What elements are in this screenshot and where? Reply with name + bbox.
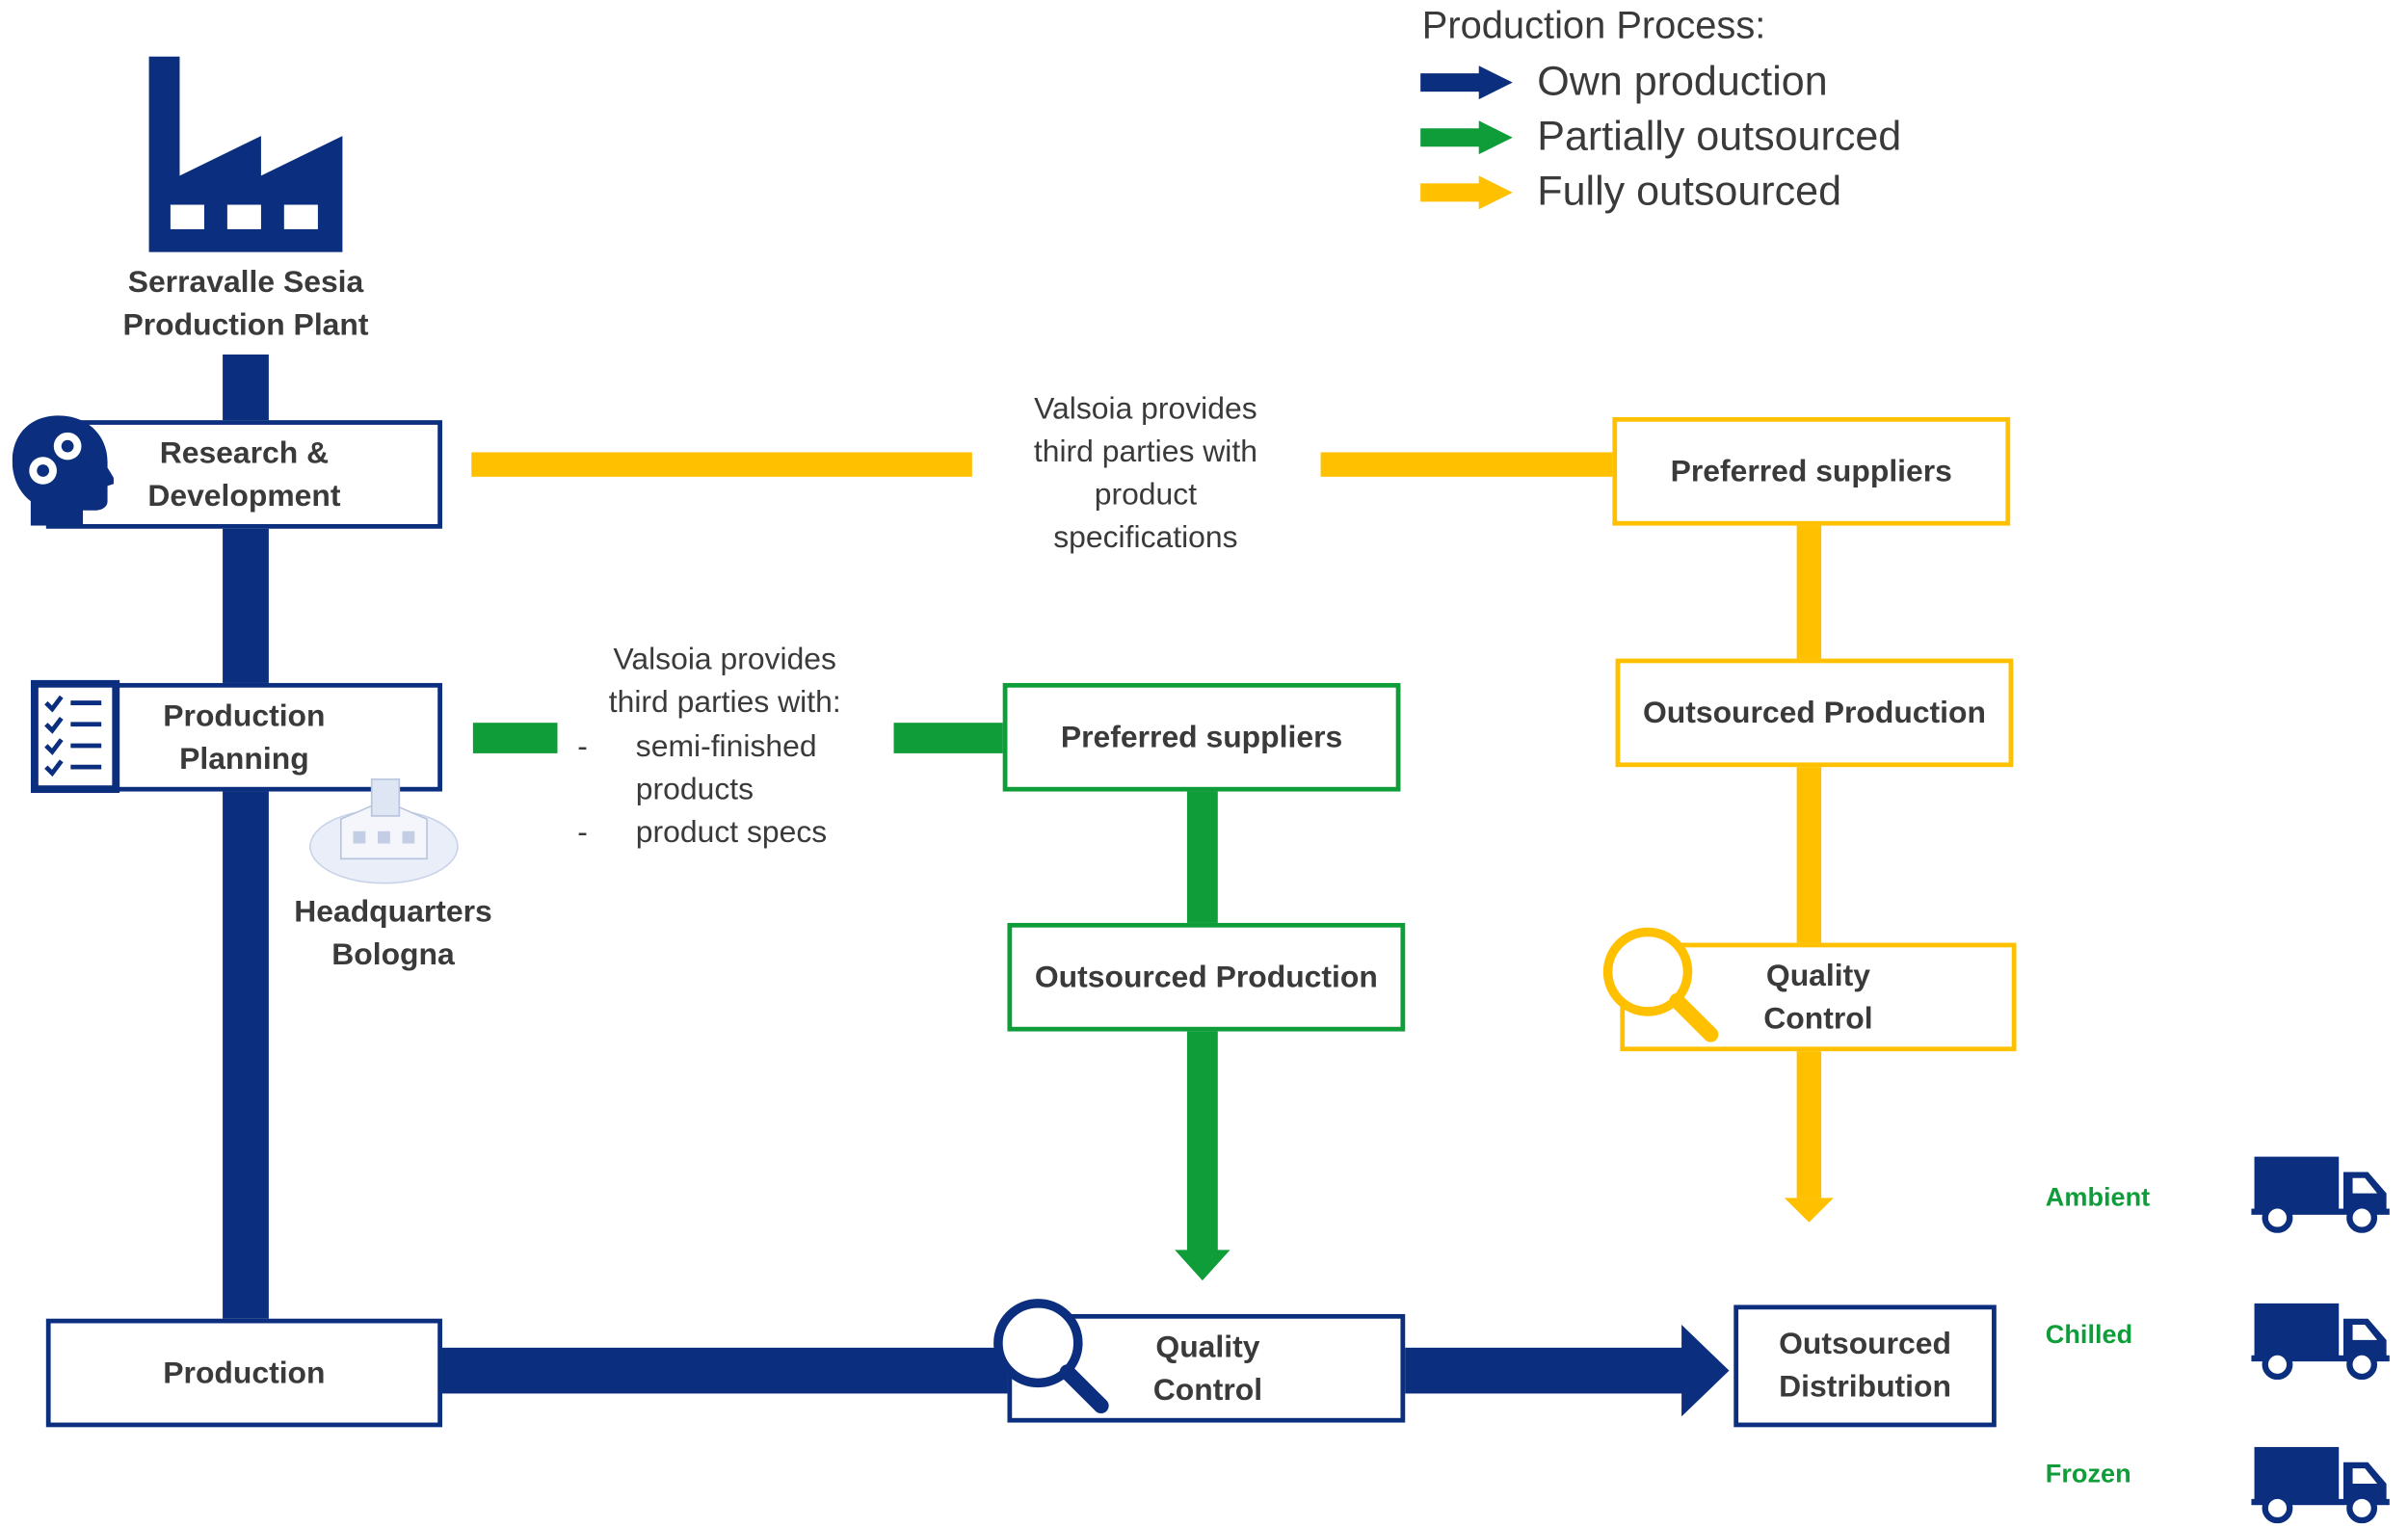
partial-line-suppliers-to-production bbox=[1186, 789, 1218, 925]
full-production-box: Outsourced Production bbox=[1615, 658, 2014, 768]
own-quality-label-line1: Quality bbox=[1155, 1330, 1260, 1364]
partial-production-label: Outsourced Production bbox=[1034, 960, 1378, 994]
full-note-line3: product bbox=[1094, 478, 1198, 513]
legend-partial-label: Partially outsourced bbox=[1537, 113, 1902, 159]
distribution-label-line2: Distribution bbox=[1779, 1370, 1951, 1405]
full-line-rd-right bbox=[1320, 452, 1616, 477]
partial-arrow-head bbox=[1175, 1250, 1230, 1281]
plant-label-line1: Serravalle Sesia bbox=[127, 265, 364, 300]
distribution-label-line1: Outsourced bbox=[1779, 1328, 1951, 1362]
legend-own-label: Own production bbox=[1537, 58, 1828, 104]
temperature-label-chilled: Chilled bbox=[2045, 1320, 2133, 1350]
legend-full-label: Fully outsourced bbox=[1537, 168, 1842, 215]
legend-arrow-full bbox=[1420, 175, 1513, 210]
full-line-quality-down bbox=[1796, 1049, 1822, 1199]
plant-label-line2: Production Plant bbox=[122, 308, 369, 343]
legend-arrow-own bbox=[1420, 66, 1513, 100]
legend-arrow-partial bbox=[1420, 120, 1513, 155]
distribution-box: Outsourced Distribution bbox=[1733, 1304, 1997, 1428]
temperature-label-frozen: Frozen bbox=[2045, 1459, 2131, 1488]
magnifier-icon bbox=[993, 1299, 1109, 1414]
checklist-icon bbox=[30, 679, 120, 794]
full-note: Valsoia provides third parties with prod… bbox=[977, 388, 1315, 560]
plant-label: Serravalle Sesia Production Plant bbox=[77, 261, 415, 347]
own-quality-label-line2: Control bbox=[1152, 1373, 1263, 1407]
partial-note-line2: third parties with: bbox=[608, 686, 841, 721]
full-quality-label-line2: Control bbox=[1763, 1001, 1873, 1036]
full-line-suppliers-to-production bbox=[1796, 523, 1822, 661]
partial-note: Valsoia provides third parties with: bbox=[571, 639, 879, 724]
partial-line-planning-right bbox=[893, 723, 1010, 753]
planning-label-line2: Planning bbox=[179, 742, 309, 776]
partial-suppliers-label: Preferred suppliers bbox=[1060, 720, 1343, 754]
partial-note-line1: Valsoia provides bbox=[613, 643, 836, 677]
partial-note-list: - semi-finished products - product specs bbox=[571, 725, 910, 854]
partial-line-production-to-quality bbox=[1186, 1031, 1218, 1253]
rd-box: Research & Development bbox=[45, 420, 442, 529]
head-gears-icon bbox=[12, 415, 114, 526]
full-arrow-head bbox=[1784, 1198, 1834, 1223]
headquarters-label: Headquarters Bologna bbox=[255, 891, 532, 977]
truck-icon bbox=[2251, 1446, 2390, 1524]
temperature-label-ambient: Ambient bbox=[2045, 1182, 2151, 1212]
truck-icon bbox=[2251, 1303, 2390, 1381]
building-icon bbox=[309, 778, 459, 884]
full-note-line1: Valsoia provides bbox=[1034, 392, 1257, 427]
own-line-production-to-quality bbox=[440, 1347, 1013, 1394]
full-note-line4: specifications bbox=[1053, 520, 1238, 555]
factory-icon bbox=[148, 56, 343, 252]
partial-note-bullet: - bbox=[577, 730, 588, 764]
production-box: Production bbox=[45, 1318, 442, 1428]
partial-note-item-1: semi-finished bbox=[635, 730, 817, 764]
truck-icon bbox=[2251, 1156, 2390, 1233]
full-suppliers-label: Preferred suppliers bbox=[1670, 454, 1952, 488]
full-line-production-to-quality bbox=[1796, 765, 1822, 946]
partial-suppliers-box: Preferred suppliers bbox=[1002, 682, 1401, 792]
partial-note-item-2: products bbox=[635, 773, 754, 807]
planning-label-line1: Production bbox=[163, 698, 326, 733]
headquarters-label-line2: Bologna bbox=[331, 937, 455, 972]
full-line-rd-left bbox=[471, 452, 972, 477]
own-arrow-head bbox=[1681, 1325, 1730, 1417]
own-line-quality-to-distribution bbox=[1402, 1347, 1686, 1394]
partial-production-box: Outsourced Production bbox=[1007, 922, 1406, 1032]
full-production-label: Outsourced Production bbox=[1642, 696, 1986, 730]
partial-note-bullet-2: - bbox=[577, 815, 588, 850]
partial-note-item-3: product specs bbox=[635, 815, 828, 850]
rd-label-line1: Research & bbox=[159, 435, 330, 470]
headquarters-label-line1: Headquarters bbox=[294, 895, 492, 930]
production-label: Production bbox=[163, 1356, 326, 1390]
full-quality-label-line1: Quality bbox=[1765, 959, 1870, 993]
rd-label-line2: Development bbox=[147, 479, 341, 514]
full-note-line2: third parties with bbox=[1033, 435, 1257, 469]
legend-title: Production Process: bbox=[1421, 4, 1766, 48]
full-suppliers-box: Preferred suppliers bbox=[1612, 416, 2011, 526]
magnifier-icon bbox=[1602, 927, 1719, 1042]
partial-line-planning-left bbox=[472, 723, 558, 753]
